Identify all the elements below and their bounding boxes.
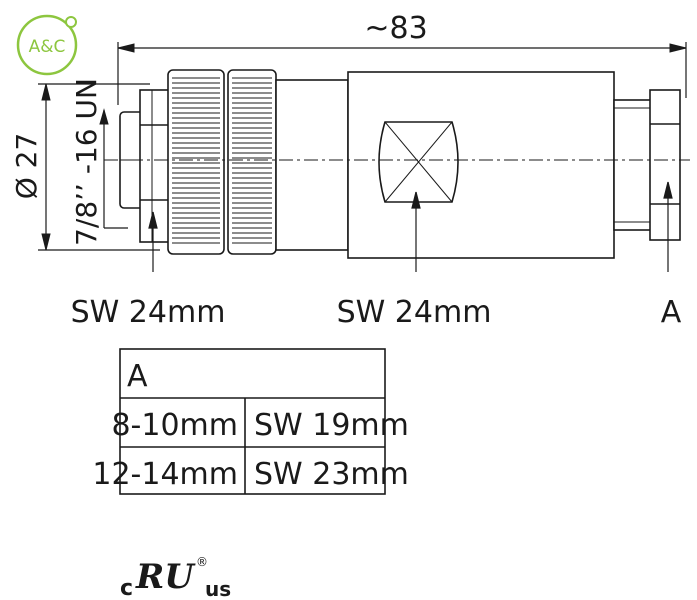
knurled-ring-front <box>167 69 225 255</box>
ac-logo: A&C <box>16 14 78 76</box>
table-row-2-cable: 12-14mm <box>92 457 238 492</box>
logo-text: A&C <box>29 37 66 57</box>
cert-mark: RU <box>135 557 196 597</box>
cable-table <box>119 348 386 495</box>
wrench-flat <box>378 121 459 203</box>
cert-suffix: us <box>205 577 231 600</box>
connector <box>119 69 681 259</box>
table-row-2-wrench: SW 23mm <box>254 457 409 492</box>
diameter-dimension <box>38 83 160 251</box>
table-row-1-wrench: SW 19mm <box>254 408 409 443</box>
table-row-1-cable: 8-10mm <box>111 408 238 443</box>
length-dimension <box>117 42 687 105</box>
diameter-label: Ø 27 <box>10 133 43 200</box>
callout-cable-gland: A <box>661 295 682 330</box>
ul-certification-mark: c RU ® us <box>120 555 231 600</box>
table-header: A <box>127 359 148 394</box>
cable-gland-nut <box>649 89 681 241</box>
cert-prefix: c <box>120 576 133 600</box>
connector-neck <box>275 79 349 251</box>
thread-dimension <box>99 108 128 229</box>
callout-leaders <box>148 181 673 272</box>
length-label: ~83 <box>364 11 427 46</box>
callout-body: SW 24mm <box>337 295 492 330</box>
callout-coupling-nut: SW 24mm <box>71 295 226 330</box>
cert-registered: ® <box>196 555 208 569</box>
knurled-ring-rear <box>227 69 277 255</box>
rear-sleeve <box>613 99 655 231</box>
thread-label: 7/8’’ -16 UN <box>70 78 103 246</box>
